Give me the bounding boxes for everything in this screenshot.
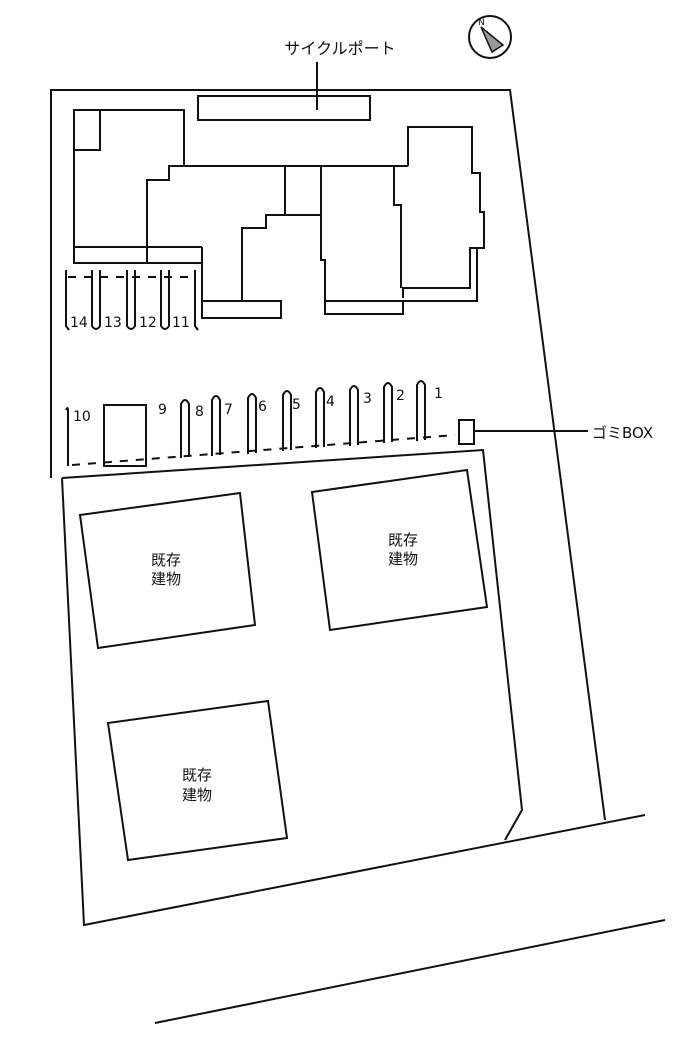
parking-number-3: 3 (363, 391, 372, 407)
existing-building-3-label-line1: 既存 (182, 766, 212, 784)
garbage-box-label: ゴミBOX (592, 424, 653, 442)
existing-building-3-label-line2: 建物 (182, 786, 212, 804)
parking-number-1: 1 (434, 386, 443, 402)
parking-number-10: 10 (73, 409, 91, 425)
existing-building-3 (106, 699, 289, 862)
cycle-port (197, 95, 371, 121)
cycle-port-label: サイクルポート (284, 39, 395, 58)
garbage-box (458, 419, 475, 445)
north-arrow-icon: N (468, 15, 512, 59)
existing-building-2-label-line2: 建物 (388, 550, 418, 568)
parking-number-4: 4 (326, 394, 335, 410)
parking-number-7: 7 (224, 402, 233, 418)
svg-text:N: N (478, 18, 485, 28)
parking-area-upper (65, 270, 199, 331)
main-building (73, 109, 485, 319)
existing-building-2-label-line1: 既存 (388, 531, 418, 549)
existing-building-1-label-line1: 既存 (151, 551, 181, 569)
parking-number-9: 9 (158, 402, 167, 418)
parking-number-6: 6 (258, 399, 267, 415)
parking-number-8: 8 (195, 404, 204, 420)
parking-number-14: 14 (70, 315, 88, 331)
existing-building-2 (310, 468, 489, 632)
parking-number-5: 5 (292, 397, 301, 413)
parking-area-lower (65, 380, 588, 467)
parking-number-2: 2 (396, 388, 405, 404)
parking-number-13: 13 (104, 315, 122, 331)
existing-building-1-label-line2: 建物 (151, 570, 181, 588)
parking-number-12: 12 (139, 315, 157, 331)
parking-obstacle (103, 404, 147, 467)
existing-building-1 (78, 491, 257, 650)
site-boundary (50, 89, 666, 1024)
parking-number-11: 11 (172, 315, 190, 331)
